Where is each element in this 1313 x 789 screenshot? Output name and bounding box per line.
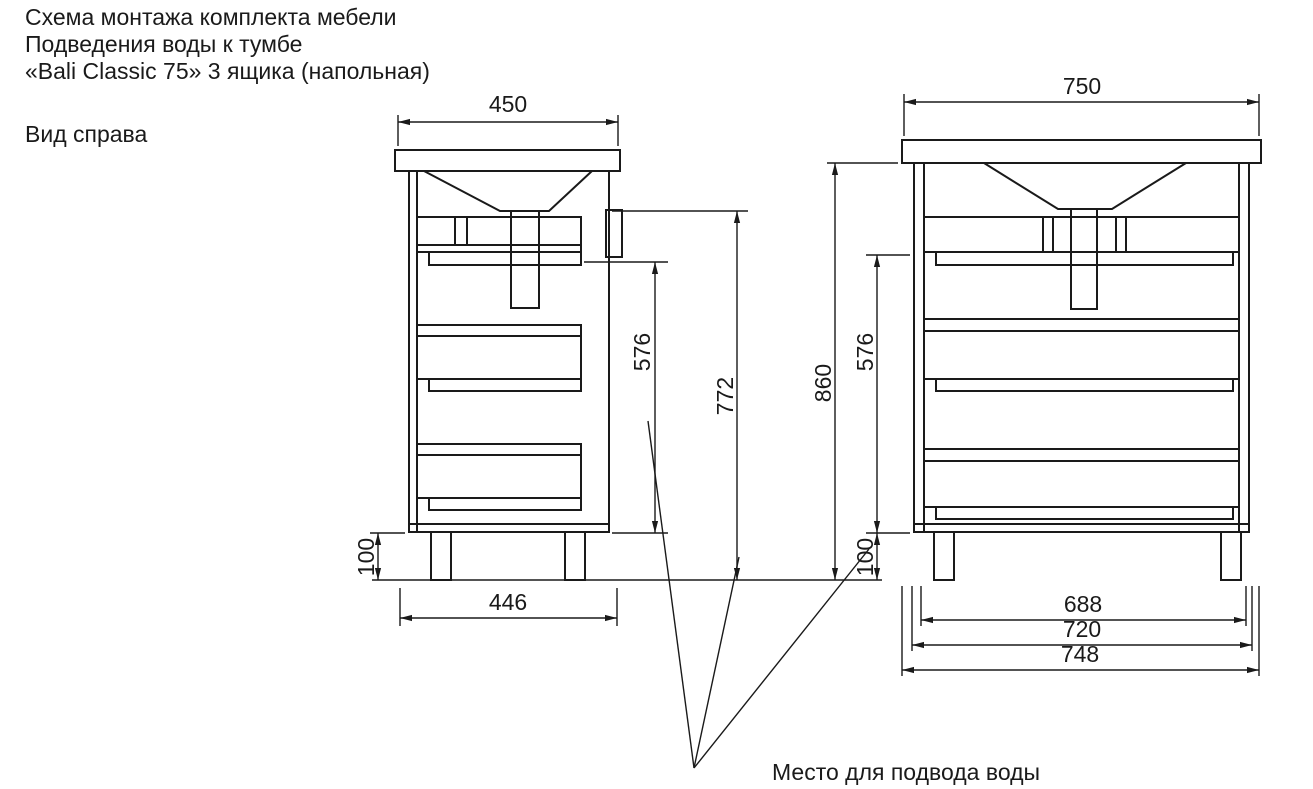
side-countertop (394, 149, 621, 172)
side-sink-funnel (423, 170, 593, 212)
title-block: Схема монтажа комплекта мебели Подведени… (25, 4, 430, 147)
front-countertop (901, 139, 1262, 164)
dimension-lines (374, 98, 1259, 674)
side-drawer-3 (416, 443, 582, 511)
leader-lines (647, 420, 870, 769)
dimension-labels: 450 446 750 688 720 748 576 772 100 860 … (353, 73, 1102, 667)
front-drawer-2 (923, 318, 1240, 392)
dim-front-total-height: 860 (810, 364, 836, 402)
dim-side-bottom-width: 446 (489, 589, 527, 615)
annotation-label: Место для подвода воды (772, 759, 1040, 785)
dim-front-leg-height: 100 (852, 538, 878, 576)
title-line-1: Схема монтажа комплекта мебели (25, 4, 397, 30)
front-cabinet-body (913, 162, 1250, 533)
dim-front-width-outer: 748 (1061, 641, 1099, 667)
dim-front-width-inner: 688 (1064, 591, 1102, 617)
side-drain-pipe (510, 210, 540, 309)
front-sink-funnel (983, 162, 1187, 210)
dim-front-supply-height: 576 (852, 333, 878, 371)
dim-front-width-mid: 720 (1063, 616, 1101, 642)
side-drawer-1 (416, 216, 582, 266)
dim-side-drain-height: 772 (712, 377, 738, 415)
side-legs (430, 531, 586, 581)
view-label: Вид справа (25, 121, 147, 147)
front-drain-pipe (1070, 208, 1098, 310)
side-view (394, 149, 623, 581)
dim-front-top-width: 750 (1063, 73, 1101, 99)
front-drawer-3 (923, 448, 1240, 520)
front-drawer-1 (923, 216, 1240, 266)
dim-side-supply-height: 576 (629, 333, 655, 371)
side-back-rail (605, 209, 623, 258)
dim-side-leg-height: 100 (353, 538, 379, 576)
side-drawer-2 (416, 324, 582, 392)
title-line-2: Подведения воды к тумбе (25, 31, 302, 57)
front-view (901, 139, 1262, 581)
side-cabinet-body (408, 170, 623, 533)
water-supply-annotation: Место для подвода воды (647, 420, 1040, 785)
dim-side-top-width: 450 (489, 91, 527, 117)
title-line-3: «Bali Classic 75» 3 ящика (напольная) (25, 58, 430, 84)
front-legs (933, 531, 1242, 581)
